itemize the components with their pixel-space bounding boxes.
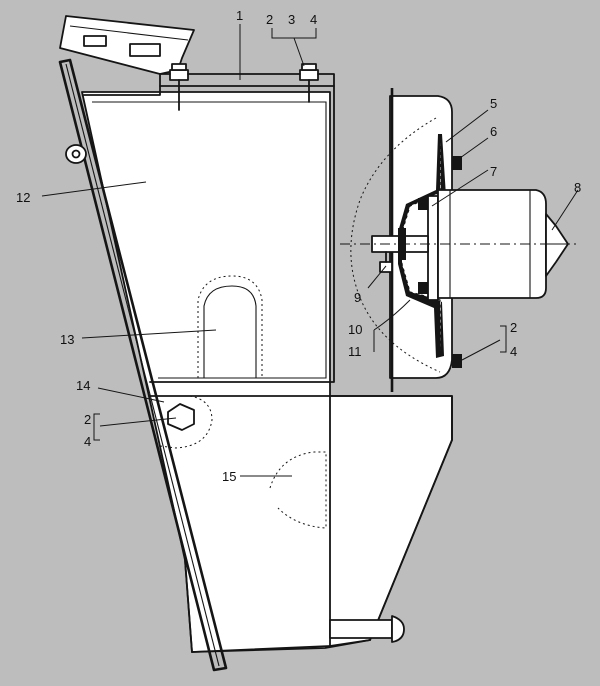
plate-nut-2-4 (452, 354, 462, 368)
side-bracket-14 (150, 395, 213, 449)
callout-4-left: 4 (84, 434, 91, 449)
callout-1: 1 (236, 8, 243, 23)
callout-3: 3 (288, 12, 295, 27)
callout-labels: 1 2 3 4 5 6 7 8 9 10 11 2 4 12 13 14 2 4… (16, 8, 581, 484)
slanted-side-plate (58, 58, 228, 672)
top-bolt-right (299, 63, 319, 103)
callout-2-left: 2 (84, 412, 91, 427)
top-bolt-left (169, 63, 189, 111)
callout-9: 9 (354, 290, 361, 305)
callout-5: 5 (490, 96, 497, 111)
callout-4-top: 4 (310, 12, 317, 27)
callout-15: 15 (222, 469, 236, 484)
plate-nut-6 (452, 156, 462, 170)
callout-13: 13 (60, 332, 74, 347)
callout-10: 10 (348, 322, 362, 337)
motor-8 (427, 189, 569, 301)
callout-14: 14 (76, 378, 90, 393)
callout-2-top: 2 (266, 12, 273, 27)
callout-8: 8 (574, 180, 581, 195)
callout-12: 12 (16, 190, 30, 205)
top-mounting-bracket (159, 73, 335, 87)
callout-2-right: 2 (510, 320, 517, 335)
callout-4-right: 4 (510, 344, 517, 359)
callout-7: 7 (490, 164, 497, 179)
callout-6: 6 (490, 124, 497, 139)
opening-13 (197, 275, 263, 378)
opening-15 (269, 451, 327, 529)
opening-13-inner (203, 285, 257, 378)
drain-pipe (329, 615, 405, 643)
hanging-lug (65, 144, 87, 164)
leader-lines (41, 24, 579, 477)
callout-11: 11 (348, 344, 362, 359)
